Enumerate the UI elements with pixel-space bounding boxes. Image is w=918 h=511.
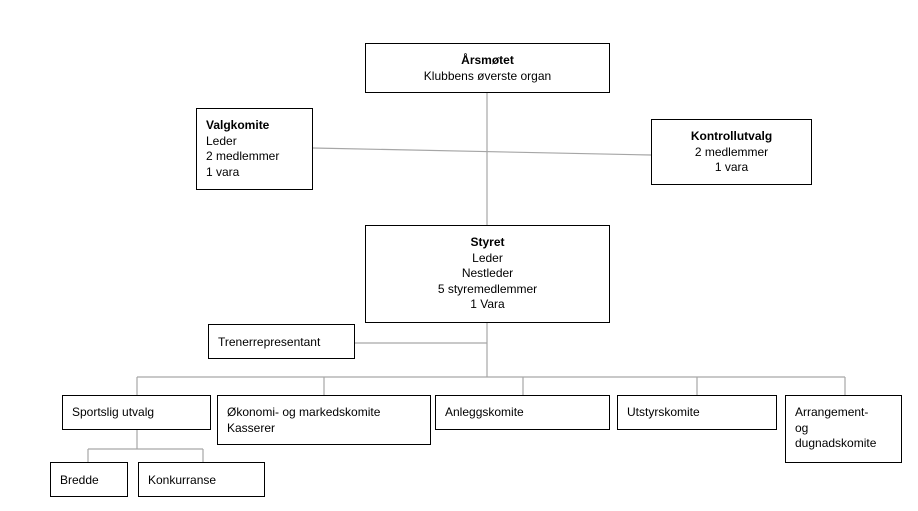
sportslig-utvalg-line-1: Sportslig utvalg	[72, 405, 155, 419]
kontrollutvalg-line-1: 2 medlemmer	[694, 144, 769, 159]
kontrollutvalg-line-2: 1 vara	[714, 160, 749, 174]
styret-line-3: 5 styremedlemmer	[437, 281, 538, 296]
anleggskomite-line-1: Anleggskomite	[445, 405, 524, 419]
box-utstyrskomite: Utstyrskomite	[617, 395, 777, 430]
trenerrepresentant-line-1: Trenerrepresentant	[218, 335, 321, 349]
valgkomite-title: Valgkomite	[206, 118, 270, 132]
arsmotet-line-1: Klubbens øverste organ	[423, 68, 552, 83]
valgkomite-line-3: 1 vara	[206, 164, 240, 179]
styret-line-2: Nestleder	[461, 266, 514, 280]
box-okonomi: Økonomi- og markedskomite Kasserer	[217, 395, 431, 445]
box-bredde: Bredde	[50, 462, 128, 497]
connector-valgkomite-kontrollutvalg	[312, 147, 652, 156]
box-arrangement: Arrangement- og dugnadskomite	[785, 395, 902, 463]
valgkomite-line-2: 2 medlemmer	[206, 149, 280, 163]
box-kontrollutvalg: Kontrollutvalg 2 medlemmer 1 vara	[651, 119, 812, 185]
okonomi-line-2: Kasserer	[227, 420, 276, 435]
box-arsmotet: Årsmøtet Klubbens øverste organ	[365, 43, 610, 93]
box-sportslig-utvalg: Sportslig utvalg	[62, 395, 211, 430]
box-valgkomite: Valgkomite Leder 2 medlemmer 1 vara	[196, 108, 313, 190]
box-anleggskomite: Anleggskomite	[435, 395, 610, 430]
utstyrskomite-line-1: Utstyrskomite	[627, 405, 700, 419]
arrangement-line-1: Arrangement-	[795, 405, 869, 419]
bredde-line-1: Bredde	[60, 473, 99, 487]
arsmotet-title: Årsmøtet	[461, 53, 514, 67]
box-styret: Styret Leder Nestleder 5 styremedlemmer …	[365, 225, 610, 323]
konkurranse-line-1: Konkurranse	[148, 473, 217, 487]
styret-line-1: Leder	[472, 250, 503, 265]
styret-line-4: 1 Vara	[470, 297, 505, 311]
valgkomite-line-1: Leder	[206, 133, 237, 148]
box-konkurranse: Konkurranse	[138, 462, 265, 497]
kontrollutvalg-title: Kontrollutvalg	[690, 129, 773, 143]
arrangement-line-2: og	[795, 420, 809, 435]
box-trenerrepresentant: Trenerrepresentant	[208, 324, 355, 359]
okonomi-line-1: Økonomi- og markedskomite	[227, 405, 381, 419]
arrangement-line-3: dugnadskomite	[795, 436, 877, 450]
styret-title: Styret	[470, 235, 505, 249]
